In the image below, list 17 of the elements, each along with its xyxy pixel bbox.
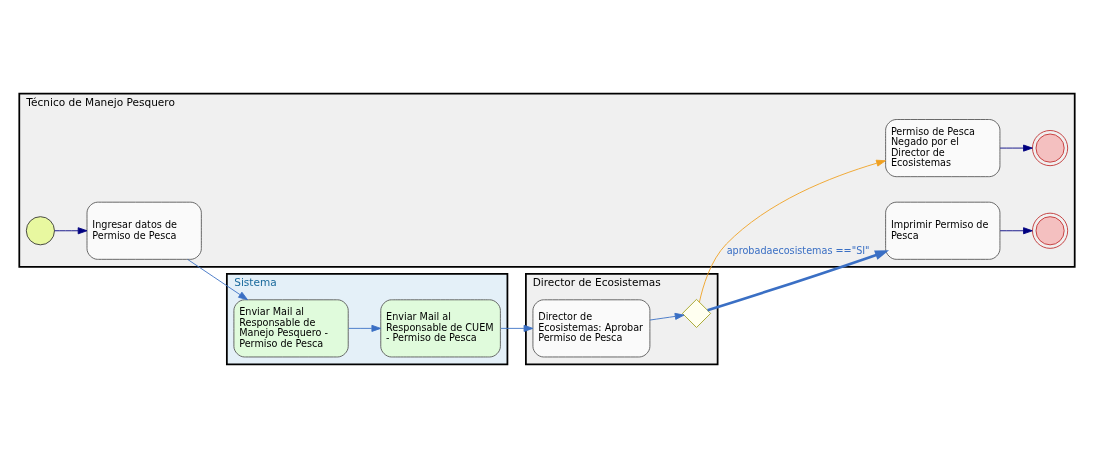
- node-diamond: [682, 298, 712, 328]
- arrow: [649, 312, 685, 320]
- arrow: [500, 324, 534, 332]
- edge-label: aprobadaecosistemas =="SI": [726, 244, 870, 256]
- node-circle: [25, 215, 55, 245]
- arrow: [54, 226, 88, 234]
- arrow: [698, 159, 886, 303]
- arrow: [999, 226, 1033, 234]
- node-box: Enviar Mail al Responsable de Manejo Pesquero - Permiso de Pesca: [233, 298, 349, 357]
- arrow: [348, 324, 382, 332]
- arrow: [999, 144, 1033, 152]
- node-box: Director de Ecosistemas: Aprobar Permiso de Pesca: [532, 298, 651, 357]
- arrow: [707, 249, 890, 311]
- node-box: Imprimir Permiso de Pesca: [885, 201, 1001, 260]
- node-box: Enviar Mail al Responsable de CUEM - Permiso de Pesca: [380, 298, 501, 357]
- node-box: Ingresar datos de Permiso de Pesca: [86, 201, 202, 260]
- node-box: Permiso de Pesca Negado por el Director de Ecosistemas: [885, 118, 1001, 177]
